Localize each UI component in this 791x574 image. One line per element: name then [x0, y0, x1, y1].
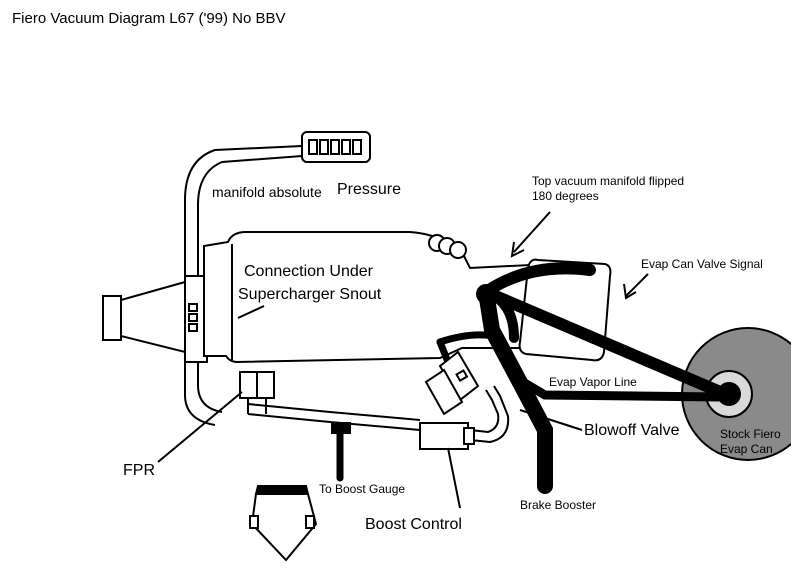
boost-gauge-label: To Boost Gauge — [319, 482, 406, 496]
connection-label-line2: Supercharger Snout — [238, 286, 382, 303]
evap-signal-label: Evap Can Valve Signal — [641, 257, 763, 271]
connection-pointer — [237, 305, 265, 319]
supercharger-body — [203, 231, 532, 364]
fpr-label: FPR — [123, 462, 155, 479]
page-title: Fiero Vacuum Diagram L67 ('99) No BBV — [12, 10, 286, 27]
top-vacuum-label-line2: 180 degrees — [532, 189, 599, 203]
brake-booster-label: Brake Booster — [520, 498, 597, 512]
fpr-pointer — [157, 391, 243, 463]
evap-vapor-label: Evap Vapor Line — [549, 375, 637, 389]
map-sensor-icon — [301, 131, 371, 163]
fpr-icon — [239, 371, 275, 414]
boost-control-label: Boost Control — [365, 516, 462, 533]
blowoff-label: Blowoff Valve — [584, 422, 680, 439]
boost-control-icon — [419, 422, 475, 450]
map-sensor-hose — [184, 145, 303, 426]
map-label-suffix: Pressure — [337, 181, 402, 198]
stock-fiero-label-line1: Stock Fiero — [720, 427, 781, 441]
evap-signal-pointer — [625, 273, 649, 297]
blowoff-pointer — [519, 409, 583, 431]
label-pointers — [157, 211, 649, 509]
boost-gauge-icon — [249, 485, 318, 562]
brake-booster-line — [478, 284, 553, 494]
stock-fiero-label-line2: Evap Can — [720, 442, 773, 456]
fpr-hoses — [247, 385, 510, 444]
blowoff-valve-icon — [424, 350, 480, 416]
map-label-prefix: manifold absolute — [212, 184, 322, 200]
top-vacuum-label-line1: Top vacuum manifold flipped — [532, 174, 685, 188]
evap-signal-line — [480, 286, 731, 400]
boost-control-pointer — [447, 447, 461, 509]
connection-label-line1: Connection Under — [244, 263, 373, 280]
top-vacuum-pointer — [513, 211, 551, 253]
